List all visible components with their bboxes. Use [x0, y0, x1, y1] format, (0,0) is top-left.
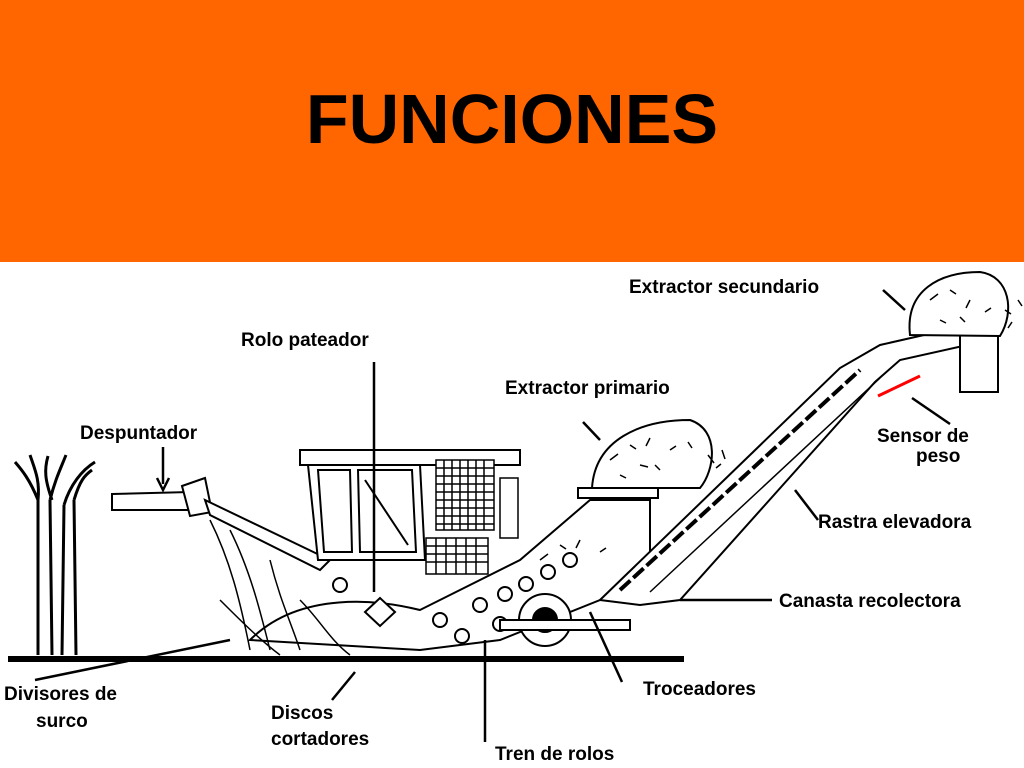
title-banner: FUNCIONES	[0, 0, 1024, 262]
label-tren-de-rolos: Tren de rolos	[495, 744, 614, 765]
label-extractor-secundario: Extractor secundario	[629, 277, 819, 298]
elevator	[597, 318, 999, 607]
label-discos-cortadores-1: Discos	[271, 703, 333, 724]
roller-train	[332, 552, 578, 644]
label-despuntador: Despuntador	[80, 423, 198, 444]
label-divisores-de-surco-1: Divisores de	[4, 684, 117, 705]
page-title: FUNCIONES	[305, 79, 719, 158]
leader-lines	[34, 289, 951, 742]
secondary-extractor	[908, 270, 1023, 338]
harvester-diagram: Extractor secundario Rolo pateador Extra…	[4, 270, 1023, 765]
label-troceadores: Troceadores	[643, 679, 756, 700]
label-rolo-pateador: Rolo pateador	[241, 330, 369, 351]
weight-sensor-line	[877, 374, 921, 398]
label-discos-cortadores-2: cortadores	[271, 729, 369, 750]
label-extractor-primario: Extractor primario	[505, 378, 670, 399]
label-rastra-elevadora: Rastra elevadora	[818, 512, 972, 533]
label-canasta-recolectora: Canasta recolectora	[779, 591, 961, 612]
cane-stalks	[13, 454, 96, 656]
engine-grille	[425, 459, 519, 575]
chopper-wheel	[499, 593, 631, 647]
operator-cab	[299, 449, 521, 561]
label-divisores-de-surco-2: surco	[36, 711, 88, 732]
ground-line	[8, 656, 684, 662]
topper-assembly	[111, 476, 332, 572]
label-sensor-de-peso-2: peso	[916, 446, 960, 467]
label-sensor-de-peso-1: Sensor de	[877, 426, 969, 447]
cane-debris	[209, 519, 607, 656]
primary-extractor	[590, 418, 726, 489]
